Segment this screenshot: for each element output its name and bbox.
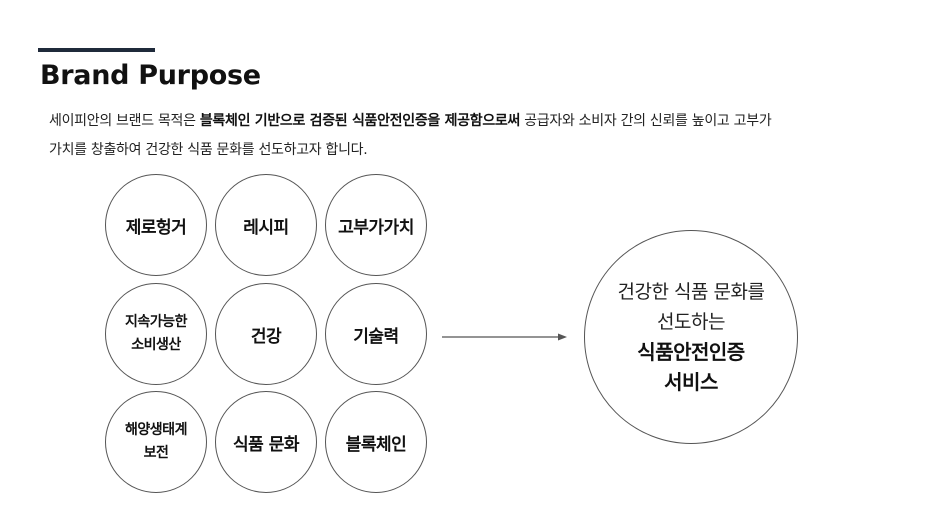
value-circle-blockchain: 블록체인 [325,391,427,493]
description-text: 세이피안의 브랜드 목적은 [49,113,200,129]
value-label: 블록체인 [345,434,407,455]
outcome-line-2: 선도하는 [657,311,725,333]
value-circle-zero-hunger: 제로헝거 [105,174,207,276]
value-circle-technology: 기술력 [325,283,427,385]
page-title: Brand Purpose [40,60,261,91]
outcome-circle: 건강한 식품 문화를 선도하는 식품안전인증 서비스 [584,230,798,444]
outcome-line-3: 식품안전인증 [637,340,745,364]
value-label: 해양생태계 [125,422,187,438]
value-label: 지속가능한 [125,314,187,330]
value-circle-health: 건강 [215,283,317,385]
value-circle-food-culture: 식품 문화 [215,391,317,493]
value-circle-high-value: 고부가가치 [325,174,427,276]
value-label: 레시피 [243,217,289,238]
arrow-right-icon [442,333,567,341]
value-label: 건강 [250,326,282,347]
value-label: 고부가가치 [338,217,414,238]
value-label-line2: 소비생산 [131,337,181,353]
title-accent-bar [38,48,155,52]
description-text-cont: 공급자와 소비자 간의 신뢰를 높이고 고부가 [520,113,772,129]
value-label: 기술력 [353,326,399,347]
description-line-1: 세이피안의 브랜드 목적은 블록체인 기반으로 검증된 식품안전인증을 제공함으… [49,107,869,136]
description: 세이피안의 브랜드 목적은 블록체인 기반으로 검증된 식품안전인증을 제공함으… [49,107,869,165]
value-label: 식품 문화 [233,434,299,455]
value-label: 제로헝거 [125,217,187,238]
value-label-line2: 보전 [143,445,169,461]
description-emphasis: 블록체인 기반으로 검증된 식품안전인증을 제공함으로써 [199,113,521,129]
value-circle-recipe: 레시피 [215,174,317,276]
description-line-2: 가치를 창출하여 건강한 식품 문화를 선도하고자 합니다. [49,142,368,158]
outcome-line-1: 건강한 식품 문화를 [617,281,765,303]
outcome-line-4: 서비스 [664,370,718,394]
